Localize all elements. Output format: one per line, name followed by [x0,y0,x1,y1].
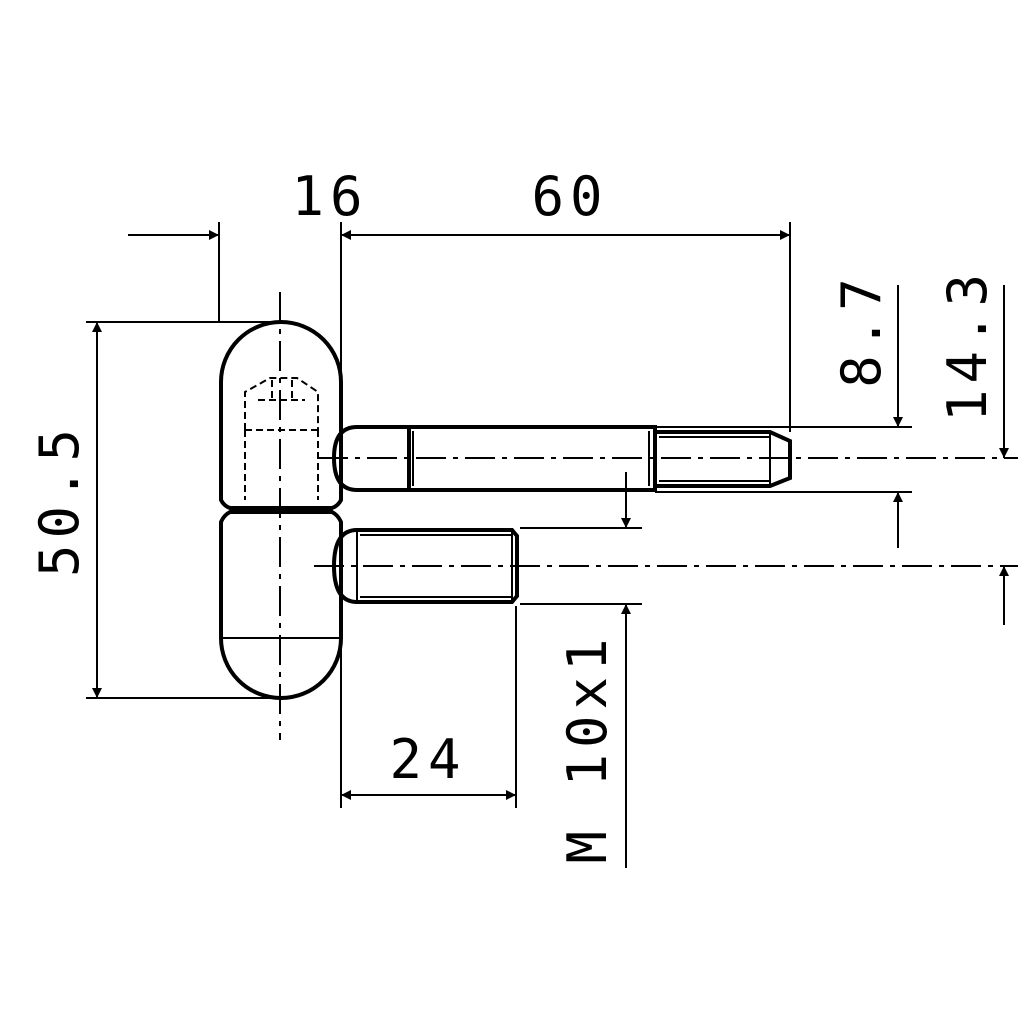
dim-label-height-total: 50.5 [28,423,91,577]
dim-label-pin-length: 60 [531,165,608,228]
center-lines [279,292,1018,740]
upper-knuckle [219,320,343,510]
dim-label-thread-spec: M 10x1 [556,632,619,863]
hinge-part [219,320,792,700]
hidden-bore [244,377,319,500]
dim-label-width-barrel: 16 [291,165,368,228]
dim-label-thread-length: 24 [389,728,466,791]
extension-lines [86,222,912,808]
dimension-lines [92,230,1009,868]
dimension-labels: 16 60 50.5 24 8.7 14.3 M 10x1 [28,165,999,864]
lower-knuckle [219,510,343,700]
dim-label-pin-diameter: 8.7 [830,272,893,388]
dim-label-pin-offset: 14.3 [936,268,999,422]
